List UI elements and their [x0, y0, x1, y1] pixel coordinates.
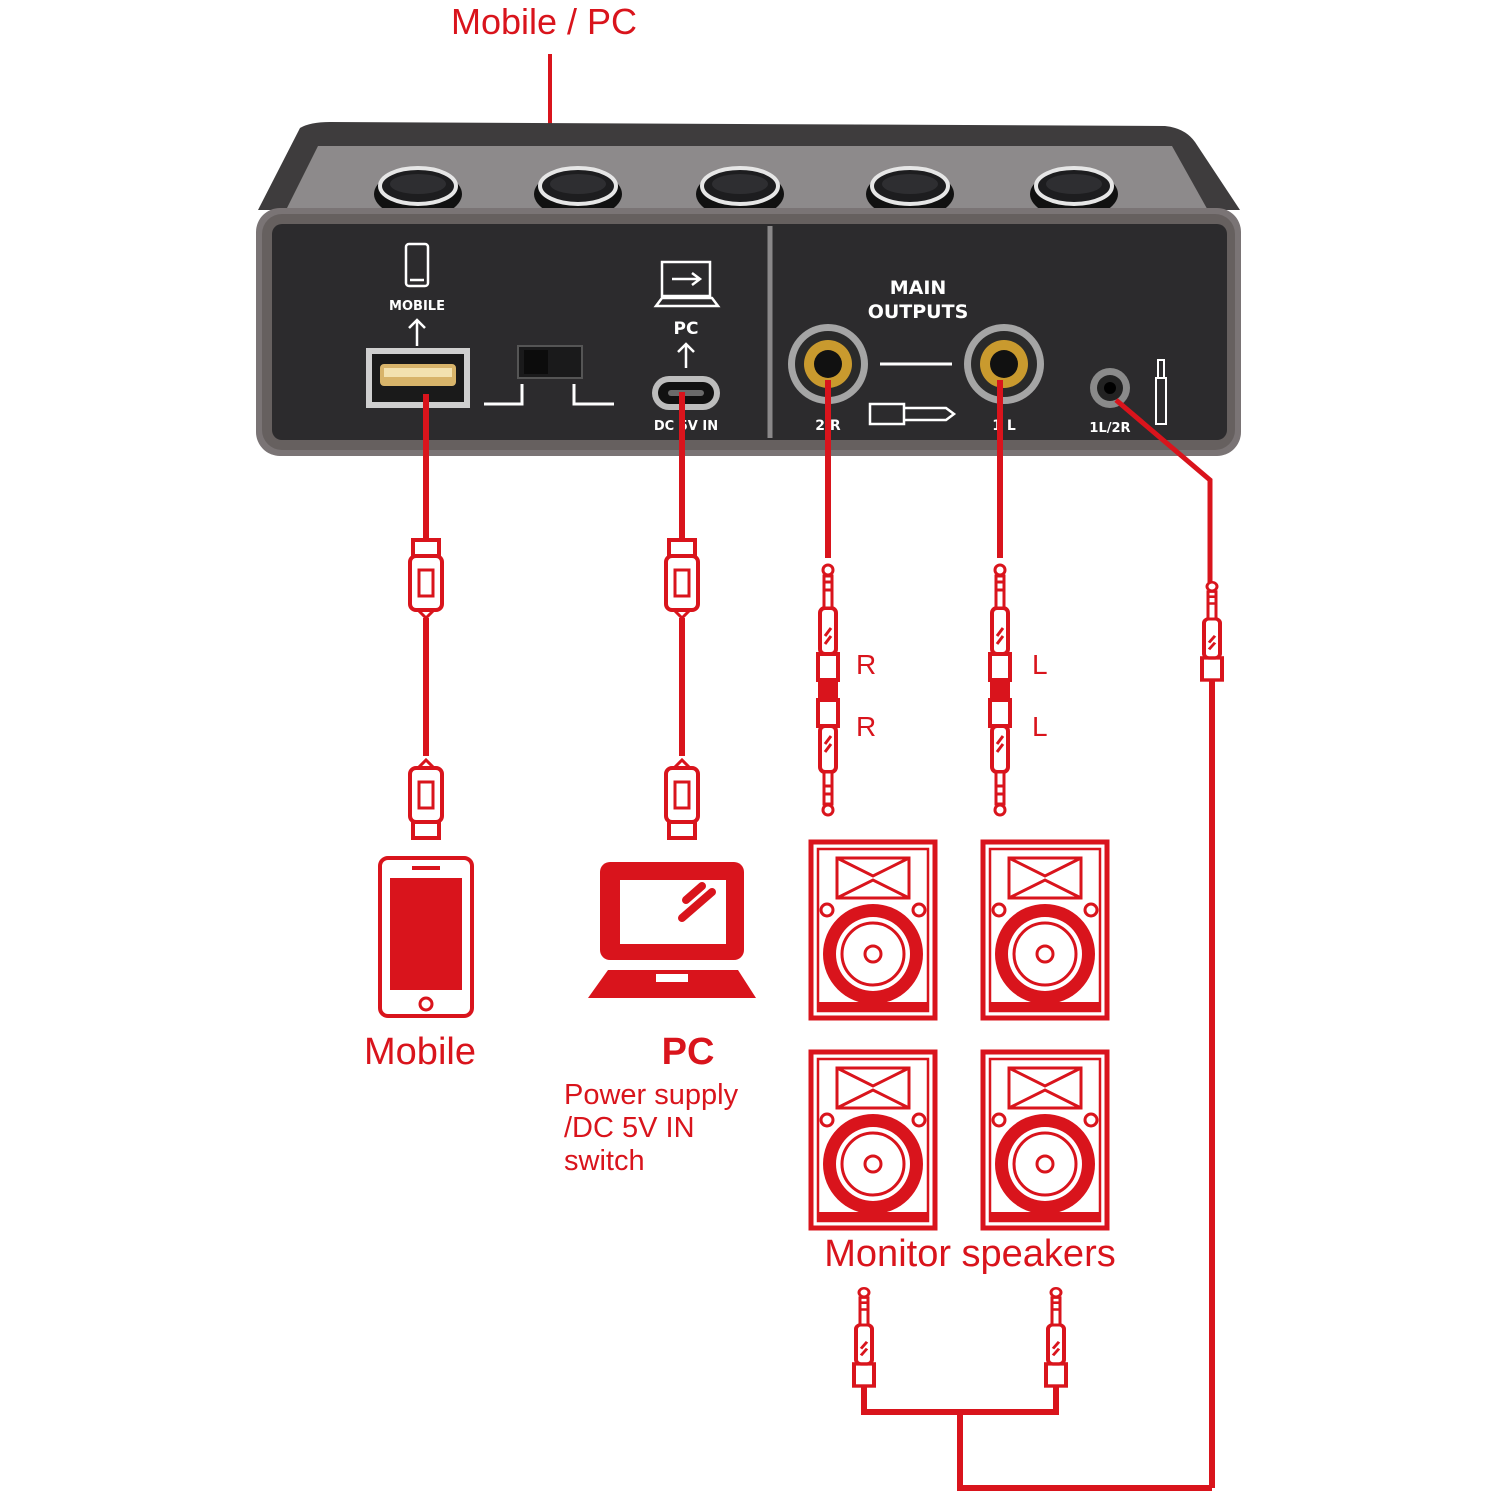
mobile-port-label: MOBILE	[389, 299, 445, 314]
output-left-label: 1 L	[992, 418, 1016, 434]
mobile-pc-switch-label: Mobile / PC	[451, 1, 637, 42]
output-jack-left[interactable]	[964, 324, 1044, 404]
trs-plug-icon	[816, 563, 840, 817]
dc-port-label: DC 5V IN	[654, 419, 718, 434]
trs-plug-icon	[868, 402, 957, 426]
headphone-label: 1L/2R	[1089, 421, 1130, 436]
main-outputs-label-line2: OUTPUTS	[868, 301, 969, 323]
pc-note-line1: Power supply	[564, 1079, 739, 1111]
usb-icon	[653, 260, 721, 308]
phone-icon	[378, 856, 474, 1018]
pc-note-line2: /DC 5V IN	[564, 1112, 695, 1144]
usb-a-port[interactable]	[366, 348, 470, 408]
mini-jack-plug-icon	[1155, 359, 1167, 425]
audio-interface-device: MOBILE PC DC 5V IN	[256, 122, 1241, 456]
usb-c-port[interactable]	[652, 376, 720, 410]
trs-plug-icon	[852, 1286, 1068, 1388]
mobile-arrow-icon	[408, 318, 426, 346]
right-plug-top-label: R	[856, 649, 876, 680]
left-plug-bottom-label: L	[1032, 711, 1048, 742]
right-plug-bottom-label: R	[856, 711, 876, 742]
phone-icon	[404, 242, 430, 288]
trs-plug-icon	[988, 563, 1012, 817]
left-plug-top-label: L	[1032, 649, 1048, 680]
headphone-jack[interactable]	[1090, 368, 1130, 408]
pc-port-label: PC	[674, 319, 699, 339]
pc-note-line3: switch	[564, 1145, 645, 1177]
speaker-icon	[811, 842, 1107, 1228]
mobile-label: Mobile	[364, 1031, 476, 1073]
pc-label: PC	[662, 1031, 715, 1073]
mobile-pc-switch[interactable]	[484, 345, 614, 406]
main-outputs-label-line1: MAIN	[890, 277, 947, 299]
mini-jack-plug-icon	[1200, 580, 1224, 682]
monitor-speakers-label: Monitor speakers	[824, 1233, 1115, 1275]
output-jack-right[interactable]	[788, 324, 868, 404]
pc-arrow-icon	[677, 342, 695, 368]
laptop-icon	[588, 862, 756, 998]
cables	[423, 380, 1215, 1491]
